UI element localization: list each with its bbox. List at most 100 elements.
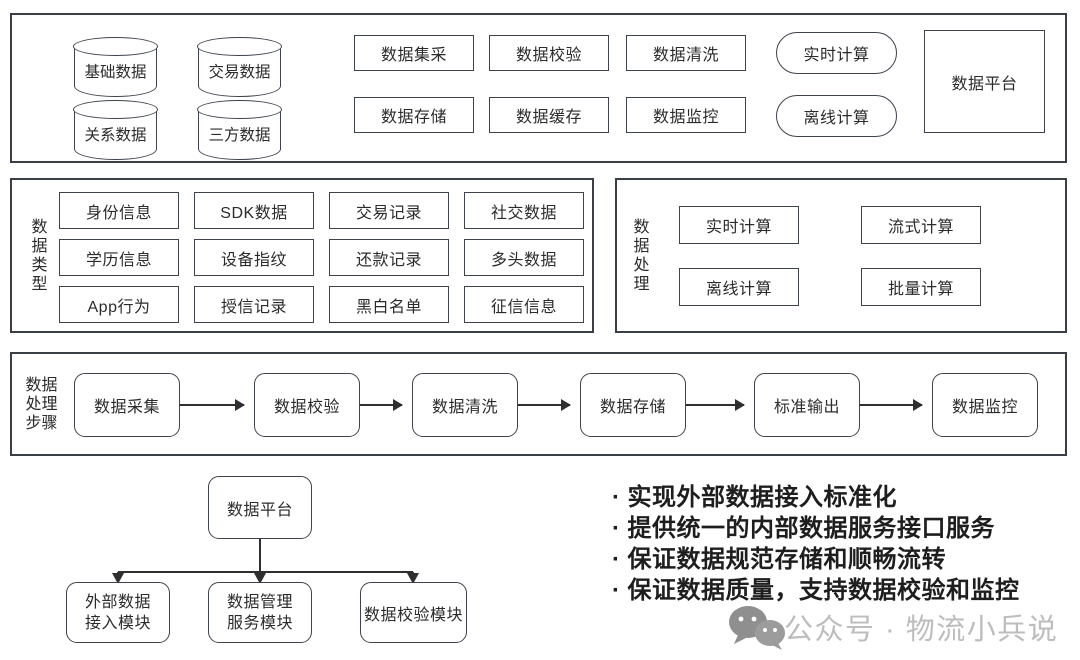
pipeline-step-label: 数据存储 [599, 399, 666, 416]
tree-child-box: 数据校验模块 [360, 582, 467, 643]
tree-child-box: 数据管理 服务模块 [208, 582, 312, 643]
processing-box: 流式计算 [861, 206, 981, 244]
process-label: 数据监控 [652, 109, 719, 126]
flow-arrow-icon [360, 399, 403, 411]
notes-list: 实现外部数据接入标准化 提供统一的内部数据服务接口服务 保证数据规范存储和顺畅流… [612, 482, 1072, 606]
pipeline-step-label: 数据校验 [273, 399, 340, 416]
data-type-box: 黑白名单 [329, 286, 449, 323]
tree-connector-icon [112, 539, 419, 584]
processing-label: 流式计算 [887, 219, 954, 236]
flow-arrow-icon [686, 399, 745, 411]
database-cylinder: 三方数据 [197, 100, 282, 160]
top-section: 基础数据 交易数据 关系数据 三方数据 数据集采 数据校验 数据清洗 数据存储 … [10, 13, 1067, 163]
compute-label: 实时计算 [803, 47, 870, 64]
cylinder-label: 三方数据 [208, 127, 271, 144]
data-type-label: 社交数据 [490, 204, 557, 222]
process-box: 数据清洗 [626, 35, 746, 71]
data-type-label: 交易记录 [355, 204, 422, 222]
tree-root-label: 数据平台 [226, 501, 293, 519]
pipeline-step: 数据校验 [254, 373, 360, 437]
data-platform-box: 数据平台 [924, 30, 1045, 133]
compute-stadium: 实时计算 [776, 32, 897, 74]
data-type-box: 身份信息 [59, 192, 179, 229]
data-type-box: 多头数据 [464, 239, 584, 276]
tree-child-label: 外部数据 接入模块 [84, 593, 151, 632]
processing-label: 批量计算 [887, 281, 954, 298]
pipeline-step-label: 数据清洗 [431, 399, 498, 416]
data-platform-label: 数据平台 [951, 75, 1018, 93]
pipeline-step-label: 标准输出 [773, 399, 840, 416]
process-box: 数据存储 [354, 97, 474, 133]
tree-child-label: 数据管理 服务模块 [226, 593, 293, 632]
cylinder-label: 关系数据 [84, 127, 147, 144]
process-box: 数据缓存 [489, 97, 609, 133]
tree-child-label: 数据校验模块 [363, 606, 463, 624]
data-type-box: 征信信息 [464, 286, 584, 323]
process-label: 数据校验 [515, 47, 582, 64]
data-type-label: 多头数据 [490, 251, 557, 269]
pipeline-step: 数据清洗 [412, 373, 518, 437]
pipeline-step-label: 数据采集 [93, 399, 160, 416]
wechat-icon [729, 606, 785, 650]
data-type-box: 学历信息 [59, 239, 179, 276]
data-type-box: 授信记录 [194, 286, 314, 323]
tree-child-box: 外部数据 接入模块 [66, 582, 170, 643]
data-type-label: 黑白名单 [355, 298, 422, 316]
watermark-text: 公众号 · 物流小兵说 [784, 614, 1059, 646]
process-box: 数据集采 [354, 35, 474, 71]
data-type-box: App行为 [59, 286, 179, 323]
compute-label: 离线计算 [803, 110, 870, 127]
pipeline-step: 数据采集 [74, 373, 180, 437]
note-item: 保证数据质量，支持数据校验和监控 [612, 575, 1072, 606]
flow-arrow-icon [518, 399, 571, 411]
process-label: 数据存储 [380, 109, 447, 126]
data-types-label: 数据类型 [31, 218, 48, 293]
note-text: 实现外部数据接入标准化 [627, 484, 897, 511]
compute-stadium: 离线计算 [776, 95, 897, 137]
data-type-label: 征信信息 [490, 298, 557, 316]
note-text: 保证数据规范存储和顺畅流转 [627, 546, 946, 573]
data-type-label: 学历信息 [85, 251, 152, 269]
processing-label: 离线计算 [705, 281, 772, 298]
note-text: 保证数据质量，支持数据校验和监控 [627, 577, 1020, 604]
processing-box: 离线计算 [679, 268, 799, 306]
pipeline-step: 数据监控 [932, 373, 1038, 437]
pipeline-label: 数据处理步骤 [25, 376, 58, 432]
processing-box: 批量计算 [861, 268, 981, 306]
data-type-box: 交易记录 [329, 192, 449, 229]
tree-root-box: 数据平台 [208, 476, 312, 539]
note-item: 实现外部数据接入标准化 [612, 482, 1072, 513]
pipeline-step: 标准输出 [754, 373, 860, 437]
data-type-box: 设备指纹 [194, 239, 314, 276]
note-item: 提供统一的内部数据服务接口服务 [612, 513, 1072, 544]
process-box: 数据监控 [626, 97, 746, 133]
data-type-label: 还款记录 [355, 251, 422, 269]
database-cylinder: 交易数据 [197, 37, 282, 97]
data-types-section: 数据类型 身份信息 SDK数据 交易记录 社交数据 学历信息 设备指纹 还款记录… [10, 178, 594, 333]
data-processing-section: 数据处理 实时计算 流式计算 离线计算 批量计算 [615, 178, 1067, 333]
data-type-label: 设备指纹 [220, 251, 287, 269]
pipeline-section: 数据处理步骤 数据采集 数据校验 数据清洗 数据存储 标准输出 数据监控 [10, 352, 1067, 456]
data-type-label: 身份信息 [85, 204, 152, 222]
note-item: 保证数据规范存储和顺畅流转 [612, 544, 1072, 575]
cylinder-label: 交易数据 [208, 64, 271, 81]
data-type-box: 社交数据 [464, 192, 584, 229]
note-text: 提供统一的内部数据服务接口服务 [627, 515, 995, 542]
processing-label: 实时计算 [705, 219, 772, 236]
data-type-box: 还款记录 [329, 239, 449, 276]
database-cylinder: 关系数据 [73, 100, 158, 160]
process-label: 数据缓存 [515, 109, 582, 126]
data-type-label: App行为 [87, 298, 151, 316]
flow-arrow-icon [860, 399, 923, 411]
flow-arrow-icon [180, 399, 245, 411]
process-label: 数据清洗 [652, 47, 719, 64]
data-type-label: 授信记录 [220, 298, 287, 316]
database-cylinder: 基础数据 [73, 37, 158, 97]
process-label: 数据集采 [380, 47, 447, 64]
process-box: 数据校验 [489, 35, 609, 71]
processing-box: 实时计算 [679, 206, 799, 244]
data-type-box: SDK数据 [194, 192, 314, 229]
cylinder-label: 基础数据 [84, 64, 147, 81]
data-type-label: SDK数据 [220, 204, 288, 222]
